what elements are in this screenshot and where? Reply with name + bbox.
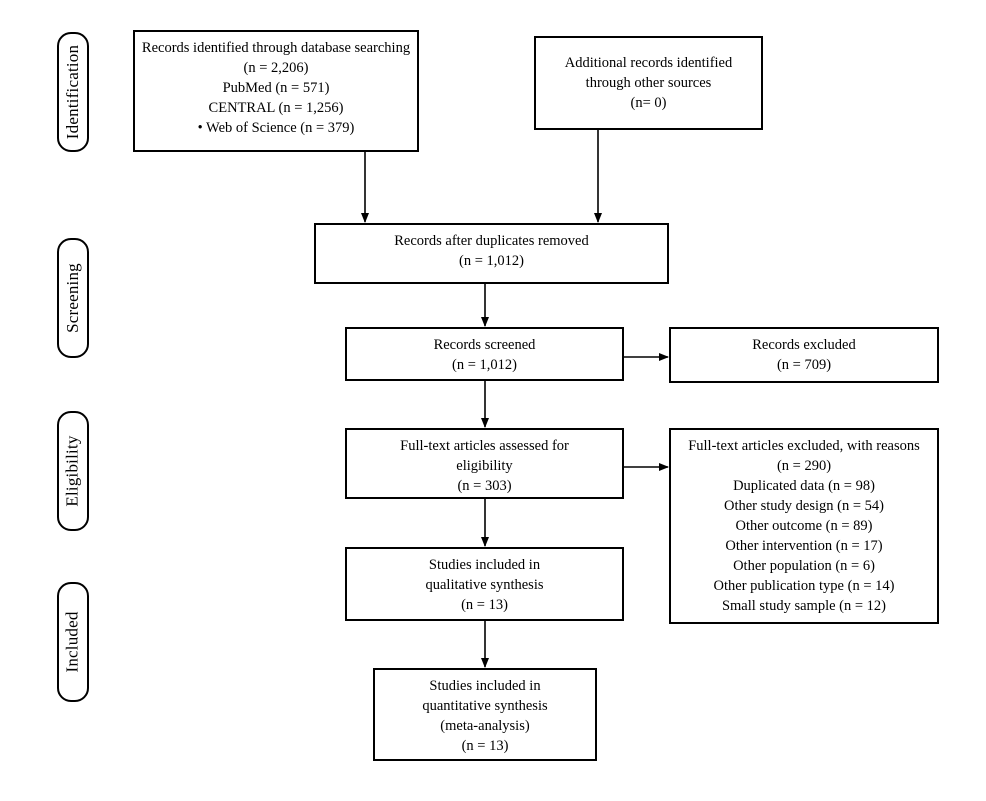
quantitative-synthesis-line: (n = 13) <box>461 738 509 754</box>
duplicates-removed-line: (n = 1,012) <box>459 253 524 269</box>
phase-included: Included <box>57 582 89 702</box>
other-sources-line: (n= 0) <box>630 95 667 111</box>
box-records-excluded: Records excluded (n = 709) <box>669 327 939 383</box>
box-other-sources: Additional records identified through ot… <box>534 36 763 130</box>
qualitative-synthesis-line: (n = 13) <box>461 597 508 613</box>
fulltext-excluded-line: Duplicated data (n = 98) <box>733 478 875 494</box>
other-sources-line: through other sources <box>585 75 712 91</box>
phase-eligibility: Eligibility <box>57 411 89 531</box>
database-search-line: CENTRAL (n = 1,256) <box>208 100 344 116</box>
database-search-line: • Web of Science (n = 379) <box>197 120 355 136</box>
phase-screening: Screening <box>57 238 89 358</box>
records-screened-line: (n = 1,012) <box>452 357 517 373</box>
records-excluded-line: Records excluded <box>752 337 856 353</box>
box-duplicates-removed: Records after duplicates removed (n = 1,… <box>314 223 669 284</box>
fulltext-excluded-line: Other outcome (n = 89) <box>735 518 873 534</box>
fulltext-assessed-line: (n = 303) <box>457 478 512 494</box>
quantitative-synthesis-line: quantitative synthesis <box>422 698 548 714</box>
records-screened-line: Records screened <box>433 337 536 353</box>
phase-identification: Identification <box>57 32 89 152</box>
quantitative-synthesis-line: (meta-analysis) <box>440 718 530 734</box>
fulltext-excluded-line: (n = 290) <box>776 458 832 474</box>
fulltext-excluded-line: Other study design (n = 54) <box>723 498 884 514</box>
qualitative-synthesis-line: qualitative synthesis <box>425 577 544 593</box>
fulltext-excluded-line: Other publication type (n = 14) <box>713 578 895 594</box>
fulltext-excluded-line: Full-text articles excluded, with reason… <box>688 438 920 454</box>
fulltext-excluded-line: Small study sample (n = 12) <box>721 598 887 614</box>
box-qualitative-synthesis: Studies included in qualitative synthesi… <box>345 547 624 621</box>
database-search-line: Records identified through database sear… <box>141 40 411 56</box>
box-records-screened: Records screened (n = 1,012) <box>345 327 624 381</box>
fulltext-assessed-line: eligibility <box>456 458 513 474</box>
duplicates-removed-line: Records after duplicates removed <box>394 233 589 249</box>
box-database-search: Records identified through database sear… <box>133 30 419 152</box>
other-sources-line: Additional records identified <box>564 55 733 71</box>
quantitative-synthesis-line: Studies included in <box>429 678 541 694</box>
box-quantitative-synthesis: Studies included in quantitative synthes… <box>373 668 597 761</box>
database-search-line: PubMed (n = 571) <box>222 80 330 96</box>
box-fulltext-excluded: Full-text articles excluded, with reason… <box>669 428 939 624</box>
database-search-line: (n = 2,206) <box>243 60 309 76</box>
fulltext-excluded-line: Other population (n = 6) <box>733 558 875 574</box>
records-excluded-line: (n = 709) <box>776 357 832 373</box>
qualitative-synthesis-line: Studies included in <box>428 557 541 573</box>
fulltext-assessed-line: Full-text articles assessed for <box>400 438 569 454</box>
box-fulltext-assessed: Full-text articles assessed for eligibil… <box>345 428 624 499</box>
fulltext-excluded-line: Other intervention (n = 17) <box>725 538 883 554</box>
